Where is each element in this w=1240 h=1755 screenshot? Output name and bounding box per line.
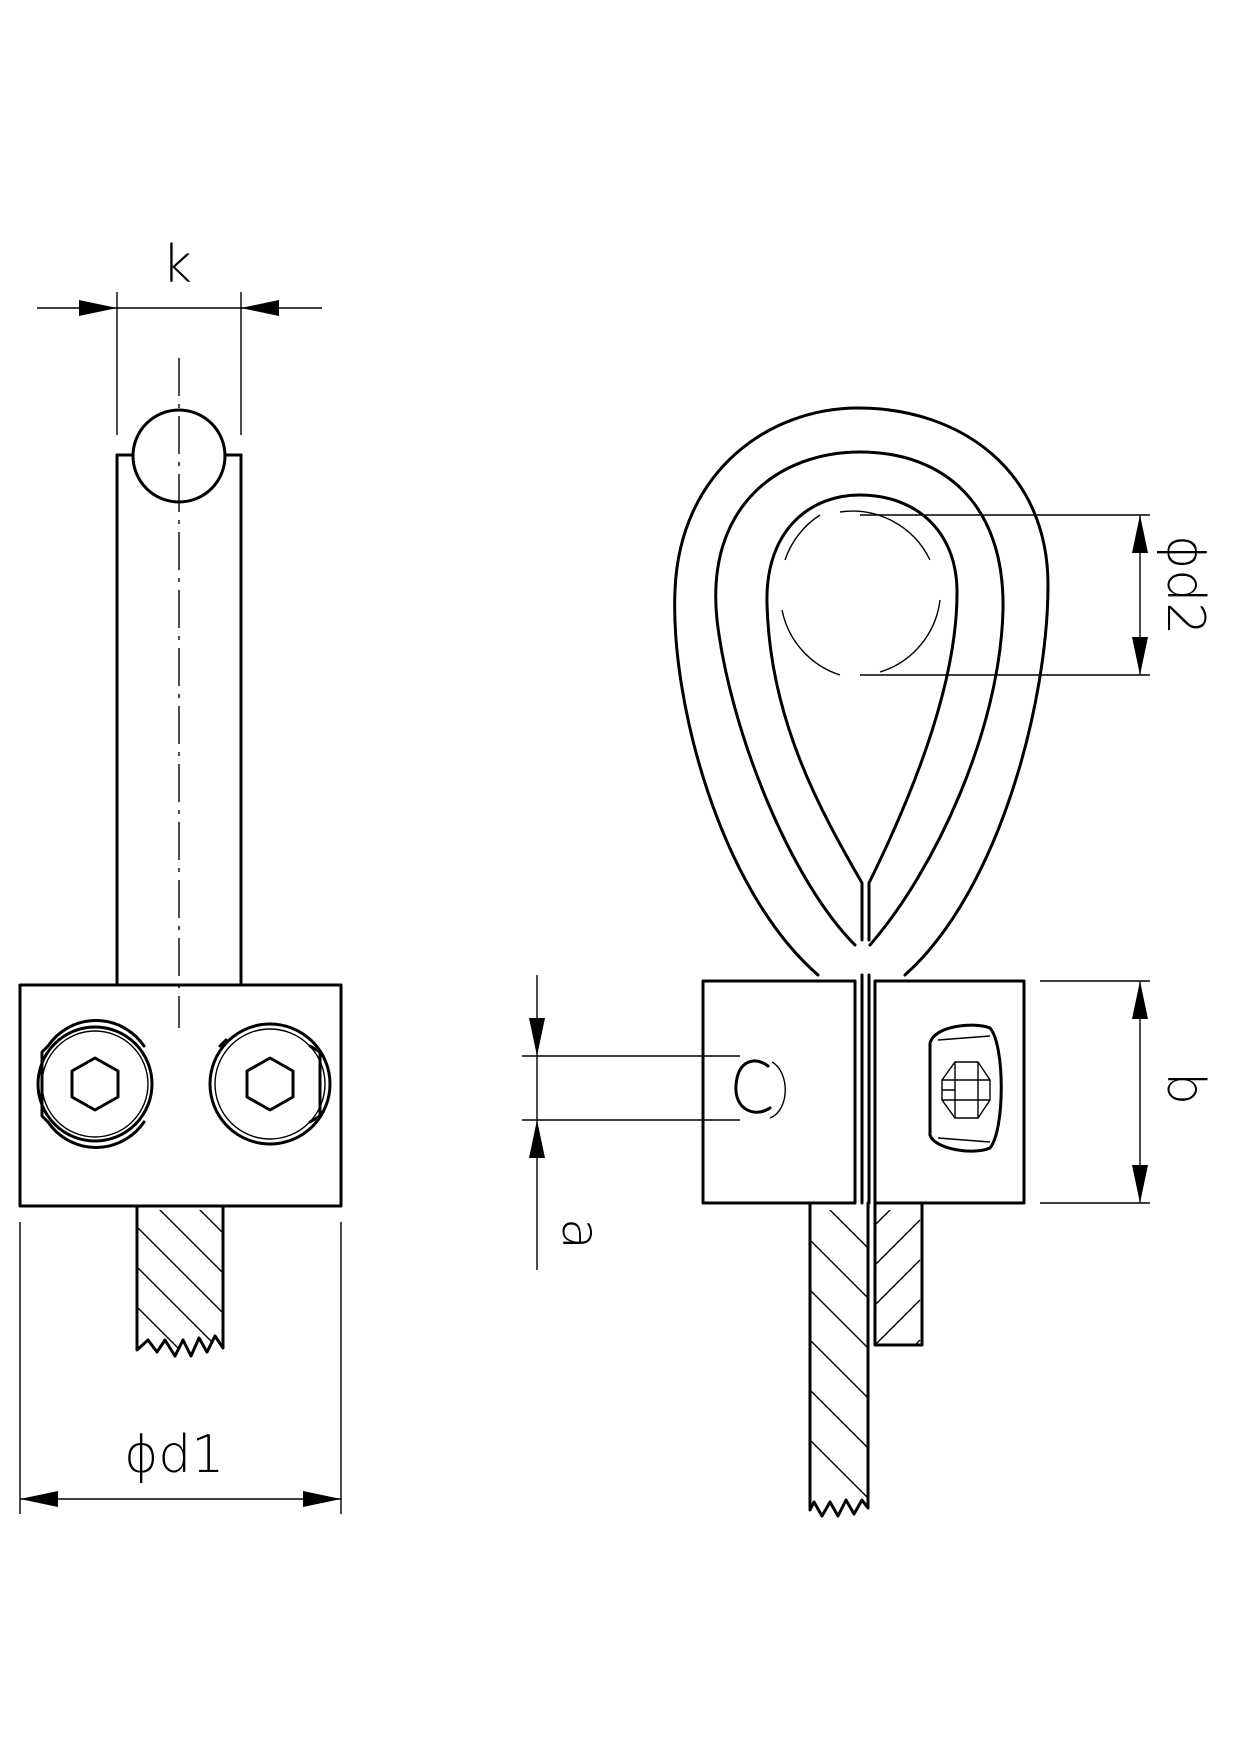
hex-socket-icon [941,1061,991,1119]
dimension-a: a [522,975,740,1270]
pin-circle [781,510,941,676]
left-view [18,358,343,1358]
dimension-k: k [37,235,322,435]
wire-rope [135,1204,225,1358]
screw-head-left [36,1019,154,1149]
side-hole [734,1059,772,1114]
hex-socket-icon [70,1056,120,1112]
clamp-body-right [873,979,1026,1205]
dim-label-d1: ϕd1 [124,1425,224,1485]
hex-socket-icon [245,1056,295,1112]
dim-label-d2: ϕd2 [1155,535,1215,635]
dimension-d2: ϕd2 [860,514,1215,676]
dimension-d1: ϕd1 [19,1222,342,1514]
rope-tail-hatching [875,1210,921,1345]
rod-outline [115,453,243,987]
wire-rope-tail [873,1201,924,1347]
screw-head-right [208,1022,332,1146]
dim-label-b: b [1155,1072,1215,1105]
rope-hatching [810,1210,868,1516]
wire-rope-main [808,1201,870,1518]
thimble-middle [714,450,1005,947]
screw-side [928,1023,1003,1153]
rope-hatching [137,1210,223,1356]
clamp-body [18,983,343,1208]
thimble-outer [673,406,1050,977]
dim-label-a: a [550,1218,610,1250]
thimble-inner [765,493,959,885]
clamp-body-left [701,979,857,1205]
dimension-b: b [1040,980,1215,1204]
right-view [673,406,1050,1518]
dim-label-k: k [162,235,192,295]
